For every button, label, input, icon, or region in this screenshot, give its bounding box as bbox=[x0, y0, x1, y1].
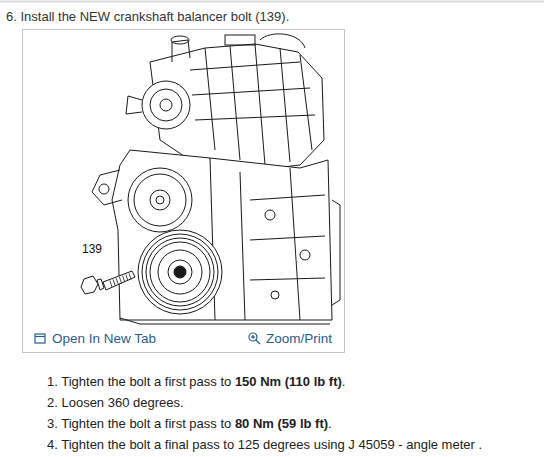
balancer-bolt bbox=[123, 276, 125, 283]
engine-drawing bbox=[332, 200, 340, 305]
button-icons bbox=[249, 333, 257, 341]
zoom-print-button: Zoom/Print bbox=[266, 331, 332, 346]
step-heading: 6. Install the NEW crankshaft balancer b… bbox=[6, 9, 289, 24]
engine-drawing bbox=[150, 190, 170, 210]
engine-drawing bbox=[146, 238, 214, 306]
engine-drawing bbox=[171, 36, 189, 44]
engine-drawing bbox=[120, 318, 330, 324]
engine-drawing bbox=[138, 230, 222, 314]
engine-drawing bbox=[150, 242, 210, 302]
balancer-bolt bbox=[129, 273, 131, 280]
engine-drawing bbox=[260, 34, 305, 48]
instruction-step: 1. Tighten the bolt a first pass to 150 … bbox=[47, 374, 345, 389]
engine-drawing bbox=[168, 260, 192, 284]
balancer-bolt bbox=[126, 275, 128, 282]
engine-drawing bbox=[265, 210, 275, 220]
balancer-bolt bbox=[110, 273, 131, 287]
instruction-step: 2. Loosen 360 degrees. bbox=[47, 395, 184, 410]
button-icons bbox=[256, 340, 260, 344]
balancer-bolt bbox=[119, 277, 121, 284]
top-rule bbox=[0, 1, 544, 3]
balancer-bolt bbox=[116, 278, 118, 285]
engine-drawing bbox=[92, 170, 122, 205]
figure-frame bbox=[23, 30, 345, 353]
engine-drawing bbox=[92, 34, 340, 324]
engine-drawing bbox=[271, 291, 279, 299]
instruction-step: 4. Tighten the bolt a final pass to 125 … bbox=[47, 437, 482, 452]
button-icons bbox=[252, 335, 253, 339]
button-icons bbox=[35, 336, 45, 337]
balancer-bolt bbox=[97, 279, 104, 290]
open-tab-button: Open In New Tab bbox=[52, 331, 156, 346]
balancer-bolt bbox=[113, 279, 115, 286]
balancer-bolt bbox=[81, 271, 135, 294]
engine-drawing bbox=[99, 184, 109, 194]
engine-drawing bbox=[142, 81, 190, 129]
balancer-bolt bbox=[110, 281, 112, 288]
callout-number: 139 bbox=[80, 242, 104, 256]
balancer-bolt bbox=[81, 276, 98, 294]
engine-drawing bbox=[174, 266, 186, 278]
engine-drawing bbox=[225, 35, 255, 45]
engine-drawing bbox=[210, 158, 300, 320]
engine-drawing bbox=[128, 168, 192, 232]
engine-drawing bbox=[250, 195, 325, 280]
engine-drawing bbox=[126, 96, 142, 114]
engine-drawing bbox=[112, 150, 332, 320]
engine-drawing bbox=[160, 99, 172, 111]
engine-drawing bbox=[150, 89, 182, 121]
engine-drawing bbox=[300, 250, 310, 260]
engine-drawing bbox=[158, 250, 202, 294]
button-icons bbox=[35, 334, 45, 343]
engine-drawing bbox=[134, 174, 186, 226]
engine-drawing bbox=[142, 234, 218, 310]
balancer-bolt bbox=[103, 271, 135, 290]
engine-drawing bbox=[190, 62, 315, 120]
engine-drawing bbox=[156, 196, 164, 204]
instruction-step: 3. Tighten the bolt a first pass to 80 N… bbox=[47, 416, 332, 431]
